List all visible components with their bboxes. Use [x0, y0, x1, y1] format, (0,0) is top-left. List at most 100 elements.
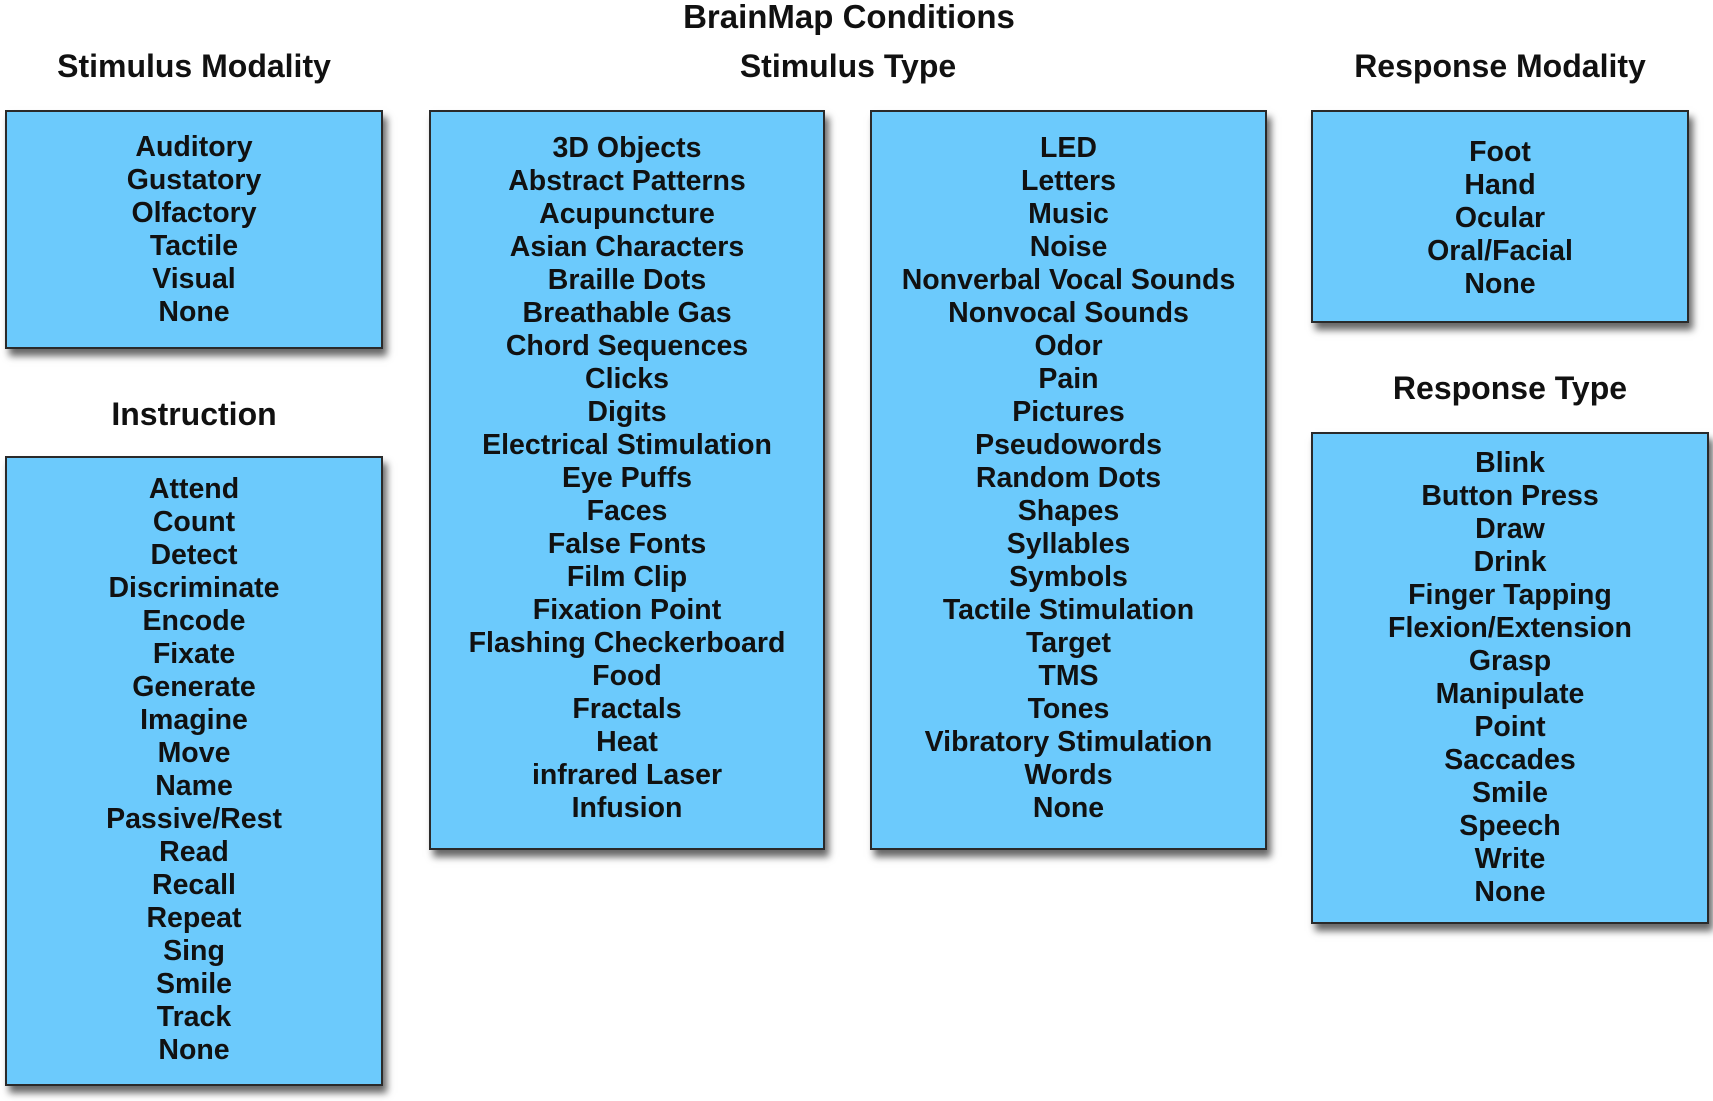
response-modality-heading: Response Modality [1354, 48, 1646, 84]
list-item: Vibratory Stimulation [924, 726, 1213, 758]
list-item: Syllables [1006, 528, 1131, 560]
list-item: 3D Objects [552, 132, 702, 164]
list-item: Music [1028, 198, 1109, 230]
list-item: Recall [152, 869, 236, 901]
list-item: Tactile Stimulation [942, 594, 1195, 626]
list-item: Write [1474, 843, 1546, 875]
list-item: Acupuncture [539, 198, 715, 230]
list-item: Draw [1475, 513, 1545, 545]
list-item: Passive/Rest [106, 803, 282, 835]
list-item: Auditory [135, 131, 253, 163]
list-item: Repeat [146, 902, 242, 934]
list-item: TMS [1038, 660, 1099, 692]
list-item: Blink [1475, 447, 1545, 479]
list-item: Track [156, 1001, 232, 1033]
stimulus-type-heading: Stimulus Type [739, 48, 957, 84]
list-item: None [1464, 268, 1536, 300]
list-item: Film Clip [566, 561, 688, 593]
list-item: Oral/Facial [1427, 235, 1573, 267]
list-item: Pain [1038, 363, 1099, 395]
list-item: LED [1040, 132, 1097, 164]
list-item: Imagine [140, 704, 248, 736]
list-item: Electrical Stimulation [482, 429, 772, 461]
list-item: Chord Sequences [505, 330, 749, 362]
list-item: Infusion [571, 792, 683, 824]
list-item: Food [592, 660, 662, 692]
list-item: Eye Puffs [562, 462, 692, 494]
diagram-title: BrainMap Conditions [683, 0, 1015, 35]
list-item: None [1474, 876, 1546, 908]
list-item: Faces [586, 495, 668, 527]
list-item: False Fonts [547, 528, 707, 560]
list-item: Detect [150, 539, 238, 571]
list-item: Breathable Gas [522, 297, 732, 329]
list-item: Target [1026, 627, 1111, 659]
list-item: None [1032, 792, 1105, 824]
list-item: Smile [155, 968, 233, 1000]
list-item: Odor [1034, 330, 1103, 362]
list-item: Saccades [1444, 744, 1576, 776]
list-item: Digits [587, 396, 667, 428]
list-item: Name [155, 770, 233, 802]
list-item: Words [1024, 759, 1113, 791]
list-item: Speech [1459, 810, 1561, 842]
list-item: Shapes [1017, 495, 1120, 527]
list-item: None [158, 1034, 230, 1066]
list-item: Letters [1020, 165, 1117, 197]
list-item: Asian Characters [509, 231, 745, 263]
list-item: Heat [596, 726, 658, 758]
list-item: Smile [1471, 777, 1549, 809]
list-item: Count [152, 506, 236, 538]
list-item: Tones [1027, 693, 1110, 725]
list-item: Pictures [1012, 396, 1125, 428]
list-item: Nonvocal Sounds [948, 297, 1189, 329]
list-item: Sing [163, 935, 225, 967]
list-item: Button Press [1421, 480, 1599, 512]
list-item: Foot [1469, 136, 1531, 168]
list-item: Visual [152, 263, 236, 295]
response-type-heading: Response Type [1392, 370, 1628, 406]
list-item: Fixation Point [532, 594, 722, 626]
list-item: None [158, 296, 230, 328]
list-item: Ocular [1454, 202, 1546, 234]
list-item: Point [1474, 711, 1546, 743]
list-item: Move [157, 737, 231, 769]
list-item: Random Dots [975, 462, 1162, 494]
list-item: infrared Laser [531, 759, 723, 791]
list-item: Encode [142, 605, 246, 637]
list-item: Noise [1029, 231, 1108, 263]
list-item: Nonverbal Vocal Sounds [901, 264, 1236, 296]
instruction-heading: Instruction [111, 396, 277, 432]
list-item: Pseudowords [975, 429, 1162, 461]
list-item: Drink [1473, 546, 1547, 578]
list-item: Discriminate [108, 572, 280, 604]
stimulus-modality-heading: Stimulus Modality [57, 48, 331, 84]
list-item: Grasp [1468, 645, 1552, 677]
list-item: Generate [132, 671, 256, 703]
list-item: Flashing Checkerboard [468, 627, 786, 659]
list-item: Read [159, 836, 229, 868]
list-item: Attend [148, 473, 240, 505]
list-item: Manipulate [1435, 678, 1585, 710]
list-item: Fractals [572, 693, 682, 725]
list-item: Olfactory [131, 197, 257, 229]
list-item: Symbols [1009, 561, 1128, 593]
list-item: Fixate [152, 638, 236, 670]
list-item: Tactile [149, 230, 239, 262]
list-item: Clicks [585, 363, 669, 395]
list-item: Abstract Patterns [508, 165, 746, 197]
list-item: Finger Tapping [1408, 579, 1612, 611]
list-item: Gustatory [126, 164, 262, 196]
list-item: Hand [1464, 169, 1536, 201]
